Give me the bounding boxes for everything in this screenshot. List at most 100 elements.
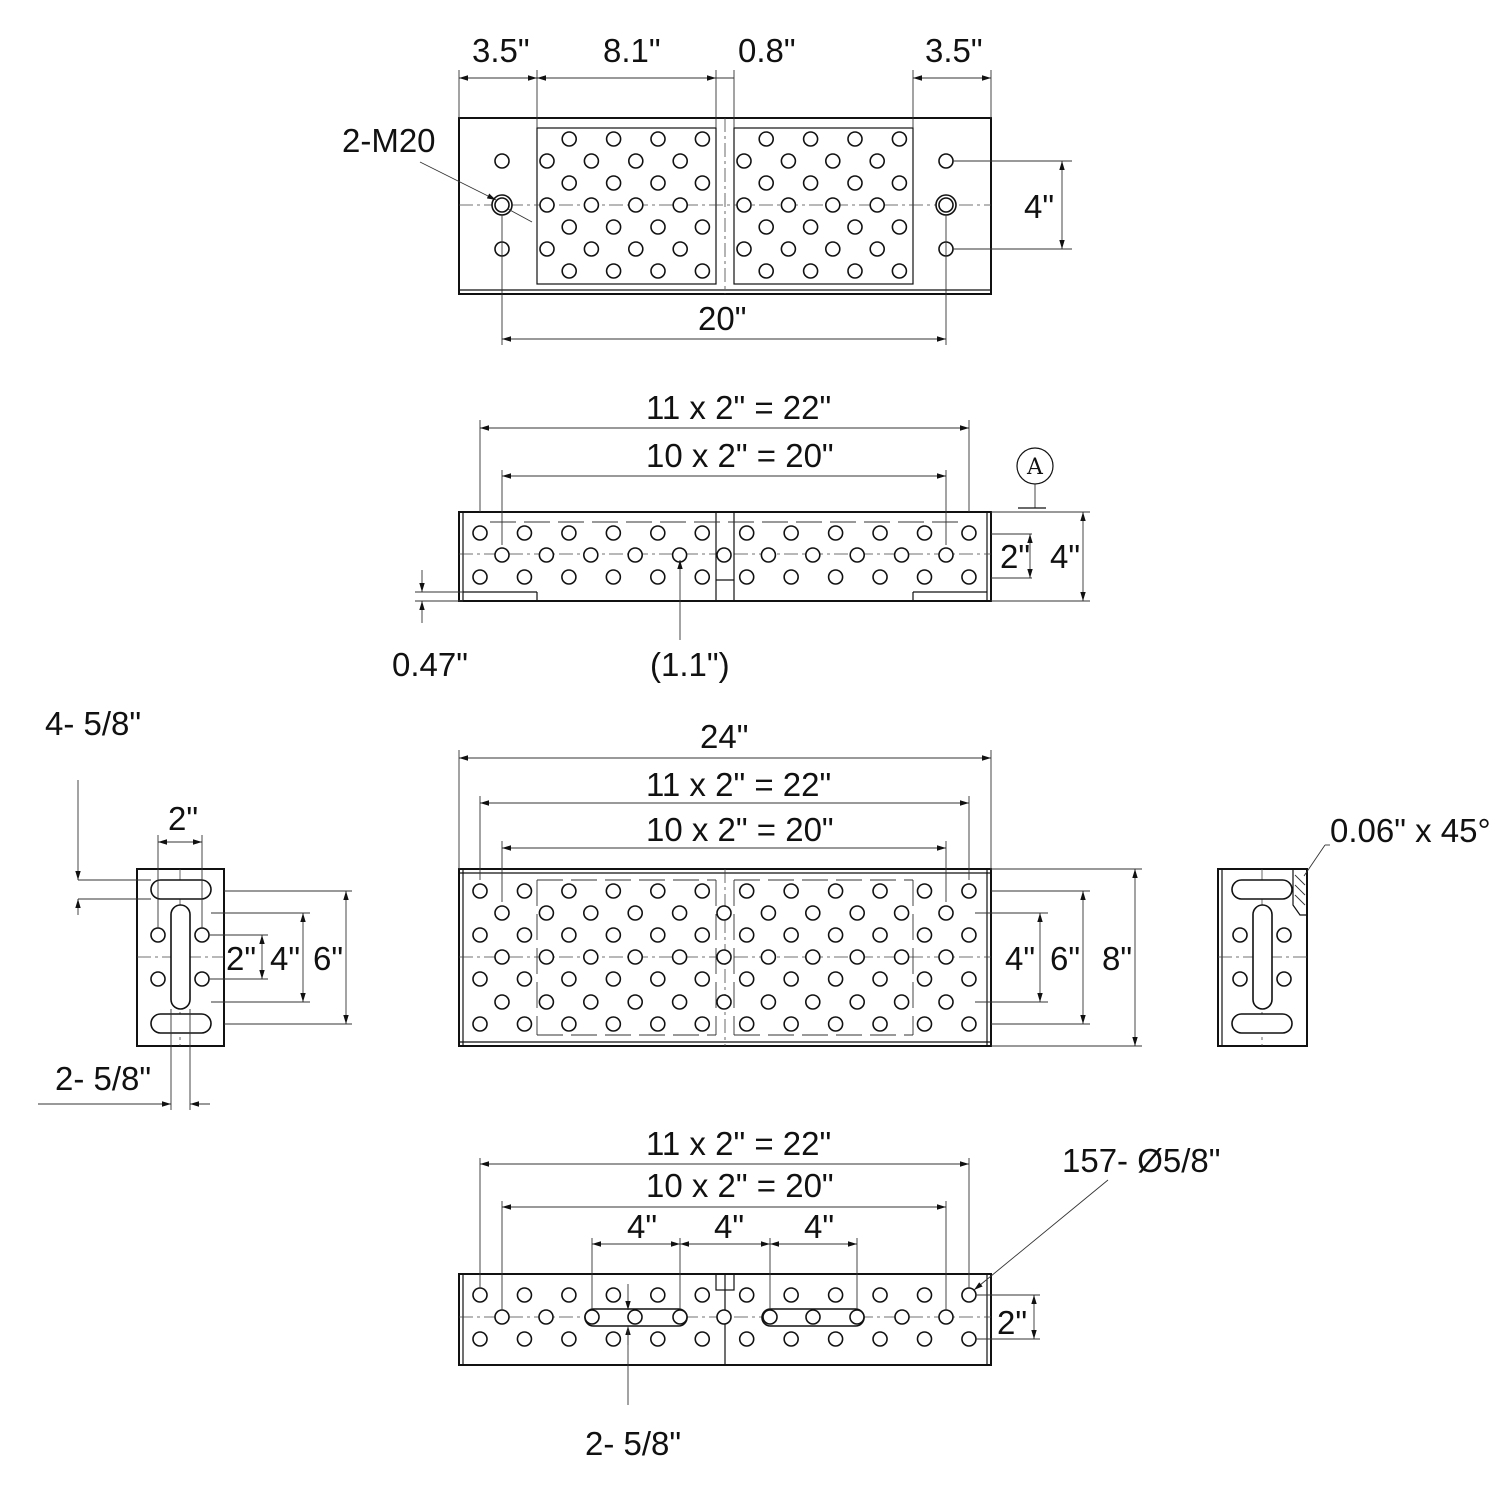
hole-icon (961, 971, 977, 987)
hole-icon (694, 131, 711, 147)
slot-vertical (170, 904, 191, 1010)
hole-icon (824, 153, 841, 169)
hole-icon (916, 971, 933, 987)
hole-icon (649, 1287, 666, 1303)
main-plan-view: 24" 11 x 2" = 22" 10 x 2" = 20" 4" 6" 8" (458, 718, 1142, 1047)
hole-icon (605, 927, 622, 943)
hole-icon (472, 971, 488, 987)
hole-icon (561, 175, 578, 191)
hole-icon (627, 905, 644, 921)
hole-icon (539, 197, 555, 213)
hole-icon (916, 569, 933, 585)
dim-row-pitch: 2" (1000, 538, 1030, 575)
dim-overall-length: 24" (700, 718, 748, 755)
dim-row-pitch: 2" (997, 1304, 1027, 1341)
hole-icon (650, 131, 666, 147)
slot-bottom (1231, 1013, 1293, 1034)
hole-icon (783, 1016, 799, 1032)
hole-icon (738, 569, 755, 585)
hole-icon (516, 525, 533, 541)
callout-thread: 2-M20 (342, 122, 436, 159)
hole-icon (472, 1016, 488, 1032)
hole-icon (893, 949, 910, 965)
hole-icon (627, 994, 644, 1010)
top-view-hole-grid (539, 131, 908, 279)
hole-icon (738, 525, 755, 541)
hole-icon (671, 905, 688, 921)
hole-icon (916, 927, 933, 943)
hole-icon (783, 971, 799, 987)
dim-height-4: 4" (1005, 940, 1035, 977)
chamfer-detail (1292, 868, 1308, 916)
hole-icon (760, 905, 777, 921)
hole-icon (736, 153, 752, 169)
dim-outer-pitch: 11 x 2" = 22" (646, 766, 831, 803)
right-side-view: 0.06" x 45° (1217, 812, 1491, 1047)
right-view-outline (1217, 868, 1308, 1047)
hole-icon (650, 263, 666, 279)
hole-icon (494, 547, 510, 563)
dim-inner-pitch: 10 x 2" = 20" (646, 811, 834, 848)
hole-icon (672, 197, 689, 213)
dim-reference: (1.1") (650, 646, 730, 683)
hole-icon (605, 263, 622, 279)
hole-icon (938, 1309, 954, 1325)
hole-icon (827, 1331, 844, 1347)
hole-icon (539, 241, 555, 257)
hole-icon (694, 175, 711, 191)
hole-icon (891, 131, 908, 147)
hole-icon (827, 569, 844, 585)
hole-icon (872, 883, 888, 899)
hole-icon (893, 905, 910, 921)
hole-icon (891, 263, 908, 279)
hole-icon (649, 1016, 666, 1032)
hole-icon (961, 525, 977, 541)
hole-icon (938, 547, 954, 563)
hole-icon (561, 927, 577, 943)
hole-icon (827, 525, 844, 541)
top-view-panel-left (536, 127, 717, 285)
hole-icon (694, 883, 711, 899)
hole-icon (561, 1287, 577, 1303)
hole-icon (649, 1331, 666, 1347)
hole-icon (872, 927, 888, 943)
hole-icon (583, 241, 600, 257)
hole-icon (605, 525, 622, 541)
hole-icon (561, 569, 577, 585)
hole-icon (605, 1331, 622, 1347)
dim-outer-pitch: 11 x 2" = 22" (646, 389, 831, 426)
hole-icon (627, 949, 644, 965)
main-view-panel-outlines (536, 879, 914, 1036)
hole-icon (847, 131, 863, 147)
hole-icon (538, 905, 555, 921)
hole-icon (783, 1331, 799, 1347)
dim-row-pitch: 2" (226, 940, 256, 977)
hole-icon (758, 219, 775, 235)
hole-icon (738, 971, 755, 987)
hole-icon (472, 927, 488, 943)
hole-icon (916, 1016, 933, 1032)
hole-icon (672, 153, 689, 169)
hole-icon (561, 971, 577, 987)
dim-right-margin: 3.5" (925, 32, 983, 69)
dim-height: 4" (1050, 538, 1080, 575)
hole-icon (738, 1016, 755, 1032)
hole-icon (516, 1331, 533, 1347)
slot-top (150, 879, 212, 900)
hole-icon (760, 547, 777, 563)
bottom-view-hole-grid (472, 1287, 977, 1347)
top-view: 3.5" 8.1" 0.8" 3.5" 2-M20 4" 20" (342, 32, 1072, 345)
hole-icon (827, 971, 844, 987)
hole-icon (938, 905, 954, 921)
hole-icon (583, 153, 600, 169)
hole-icon (961, 883, 977, 899)
hole-icon (472, 525, 488, 541)
hole-icon (869, 197, 886, 213)
hole-icon (716, 949, 732, 965)
hole-icon (716, 994, 732, 1010)
hole-icon (824, 241, 841, 257)
hole-icon (694, 525, 711, 541)
hole-icon (891, 175, 908, 191)
hole-icon (916, 1331, 933, 1347)
hole-icon (961, 569, 977, 585)
